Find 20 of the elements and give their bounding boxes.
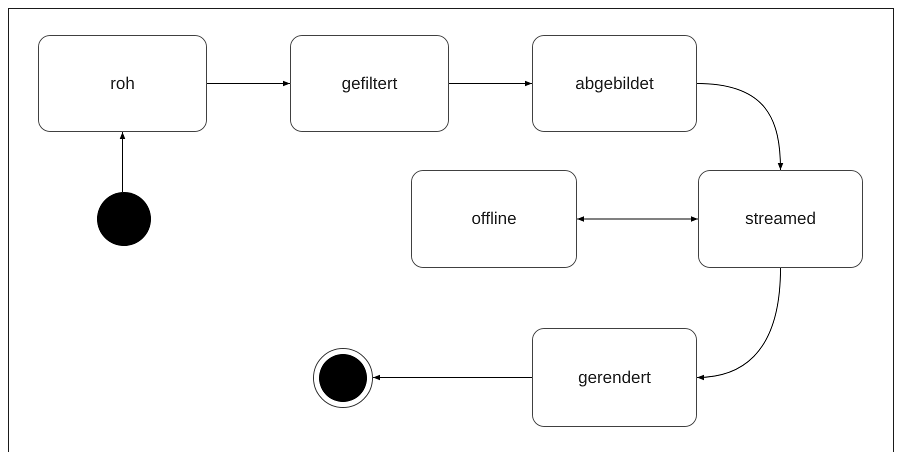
state-label: roh xyxy=(110,74,135,94)
state-box xyxy=(290,35,449,132)
arrow xyxy=(576,216,698,222)
state-label: abgebildet xyxy=(575,74,654,94)
arrow xyxy=(206,80,290,86)
state-box xyxy=(698,170,863,268)
state-box xyxy=(532,328,697,427)
initial-state xyxy=(97,192,151,246)
arrow xyxy=(448,80,532,86)
state-label: gefiltert xyxy=(342,74,398,94)
state-box xyxy=(38,35,207,132)
arrow xyxy=(696,268,781,380)
state-label: gerendert xyxy=(578,368,651,388)
arrow xyxy=(372,374,532,380)
state-label: streamed xyxy=(745,209,816,229)
arrow xyxy=(120,132,126,192)
state-box xyxy=(532,35,697,132)
state-label: offline xyxy=(471,209,517,229)
arrow xyxy=(696,83,784,170)
state-box xyxy=(411,170,577,268)
